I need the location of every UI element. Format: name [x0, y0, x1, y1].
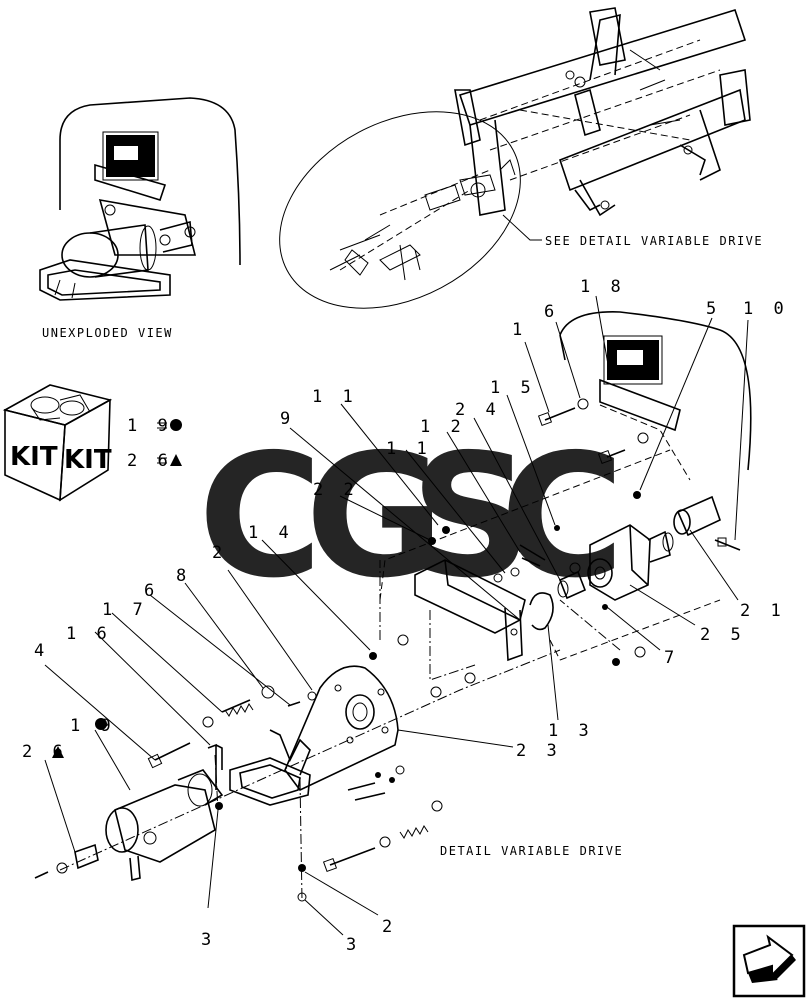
callout-15: 1 5: [490, 378, 536, 398]
callout-11-mid: 1 1: [386, 439, 432, 459]
watermark-letter-g: G: [305, 418, 445, 616]
callout-7: 7: [664, 648, 679, 668]
kit-legend-ref-26: 2 6: [127, 451, 173, 471]
watermark-letter-s: S: [410, 418, 532, 616]
callout-11-top: 1 1: [312, 387, 358, 407]
detail-caption: DETAIL VARIABLE DRIVE: [440, 844, 623, 858]
callout-4: 4: [34, 641, 49, 661]
circle-symbol-icon: [170, 419, 182, 431]
callout-18: 1 8: [580, 277, 626, 297]
callout-numbers: 1 1 8 5 1 0 6 1 5 2 4 1 2 1 1 1 1 9 2 2 …: [22, 277, 789, 955]
kit-legend-ref-19: 1 9: [127, 416, 173, 436]
callout-16: 1 6: [66, 624, 112, 644]
see-detail-caption: SEE DETAIL VARIABLE DRIVE: [545, 234, 763, 248]
callout-1: 1: [512, 320, 527, 340]
unexploded-view: UNEXPLODED VIEW: [39, 97, 241, 340]
triangle-symbol-icon: [52, 746, 64, 758]
callout-9: 9: [280, 409, 295, 429]
callout-3-bottom: 3: [346, 935, 361, 955]
kit-label-left: KIT: [10, 442, 58, 472]
frame-overview: SEE DETAIL VARIABLE DRIVE: [279, 7, 763, 309]
callout-3-left: 3: [201, 930, 216, 950]
callout-5: 5: [706, 299, 721, 319]
callout-13: 1 3: [548, 721, 594, 741]
detail-drawing: DETAIL VARIABLE DRIVE: [34, 295, 752, 936]
callout-17: 1 7: [102, 600, 148, 620]
watermark-letter-c2: C: [500, 418, 625, 616]
callout-2-bottom: 2: [382, 917, 397, 937]
callout-2-upper: 2: [212, 543, 227, 563]
callout-21: 2 1: [740, 601, 786, 621]
next-arrow-icon: [742, 934, 796, 983]
kit-label-right: KIT: [64, 445, 112, 475]
kit-box: KIT KIT: [2, 384, 113, 502]
circle-symbol-icon: [95, 718, 107, 730]
callout-6-left: 6: [144, 581, 159, 601]
next-arrow-button[interactable]: [732, 924, 806, 998]
watermark: C G S C: [198, 418, 625, 616]
callout-12: 1 2: [420, 417, 466, 437]
callout-24: 2 4: [455, 400, 501, 420]
callout-25: 2 5: [700, 625, 746, 645]
callout-19: 1 9: [70, 716, 116, 736]
triangle-symbol-icon: [170, 454, 182, 466]
unexploded-view-caption: UNEXPLODED VIEW: [42, 326, 173, 340]
callout-10: 1 0: [743, 299, 789, 319]
kit-legend: 1 9 2 6: [127, 416, 182, 471]
callout-8: 8: [176, 566, 191, 586]
watermark-letter-c1: C: [198, 418, 323, 616]
callout-6-top: 6: [544, 302, 559, 322]
callout-22: 2 2: [313, 480, 359, 500]
callout-14: 1 4: [248, 523, 294, 543]
callout-23: 2 3: [516, 741, 562, 761]
